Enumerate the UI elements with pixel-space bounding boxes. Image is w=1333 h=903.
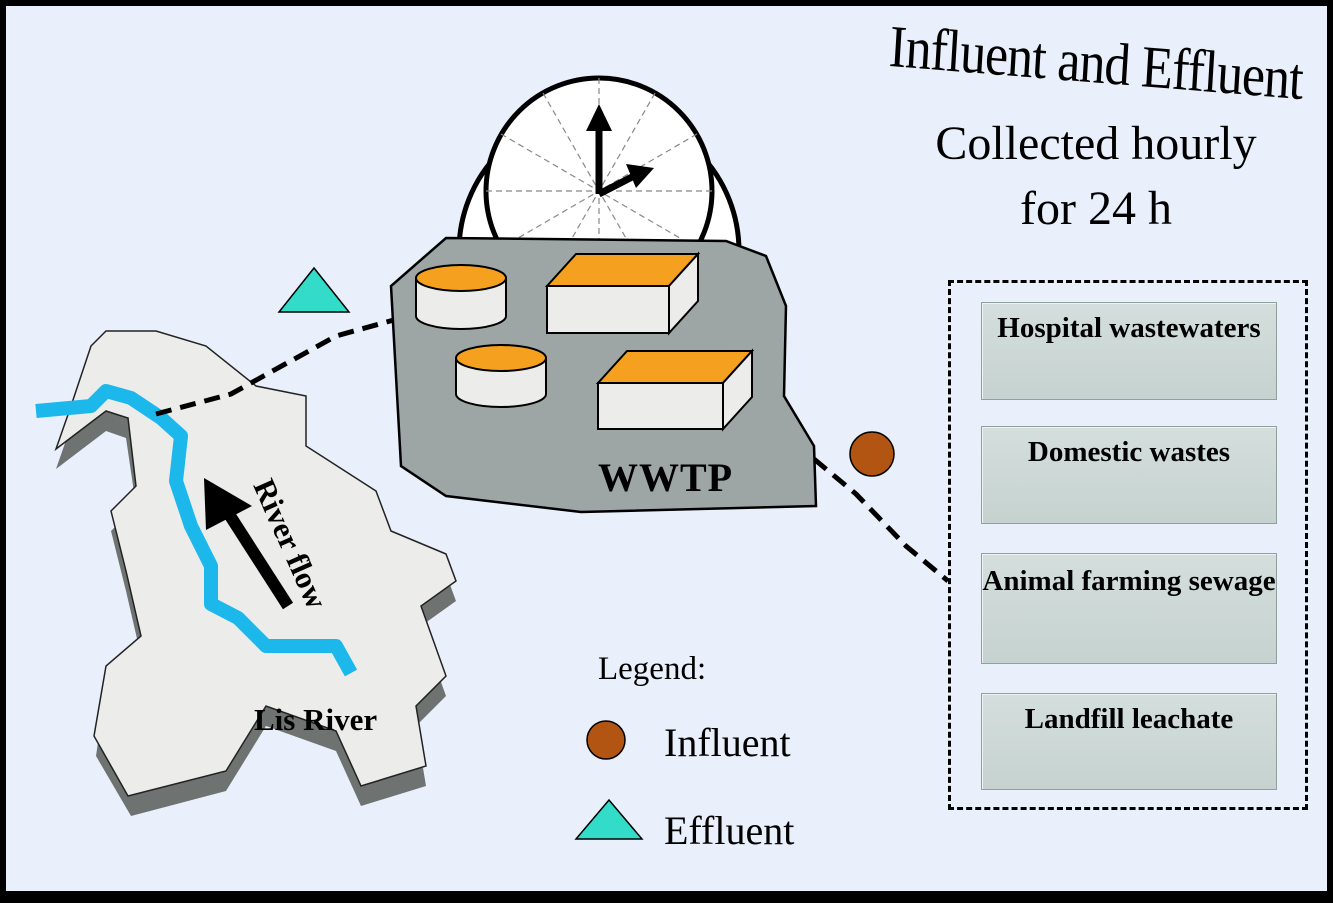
title-line-2: Collected hourly (935, 117, 1257, 170)
river-flow-arrow (204, 478, 294, 610)
tank-cylinder (415, 264, 507, 330)
tank-box (595, 348, 755, 432)
source-landfill: Landfill leachate (981, 693, 1277, 790)
tank-box (544, 251, 701, 336)
diagram-canvas (35, 75, 950, 840)
legend-influent-label: Influent (664, 720, 791, 765)
legend-effluent-label: Effluent (664, 808, 795, 853)
sources-box (948, 280, 1308, 810)
wwtp-label: WWTP (598, 455, 734, 500)
source-domestic: Domestic wastes (981, 426, 1277, 524)
title-line-3: for 24 h (1020, 182, 1172, 235)
influent-pipe (812, 457, 950, 583)
legend-influent-icon (586, 720, 626, 760)
effluent-pipe (155, 315, 402, 417)
legend-title: Legend: (598, 651, 707, 687)
map-land (54, 330, 457, 816)
source-hospital: Hospital wastewaters (981, 302, 1277, 400)
river-line (35, 384, 358, 677)
river-name-label: Lis River (254, 702, 378, 737)
source-animal-farming: Animal farming sewage (981, 553, 1277, 664)
influent-marker-icon (849, 431, 895, 477)
legend-effluent-icon (574, 798, 644, 840)
tank-cylinder (455, 344, 547, 408)
effluent-marker-icon (277, 266, 351, 313)
